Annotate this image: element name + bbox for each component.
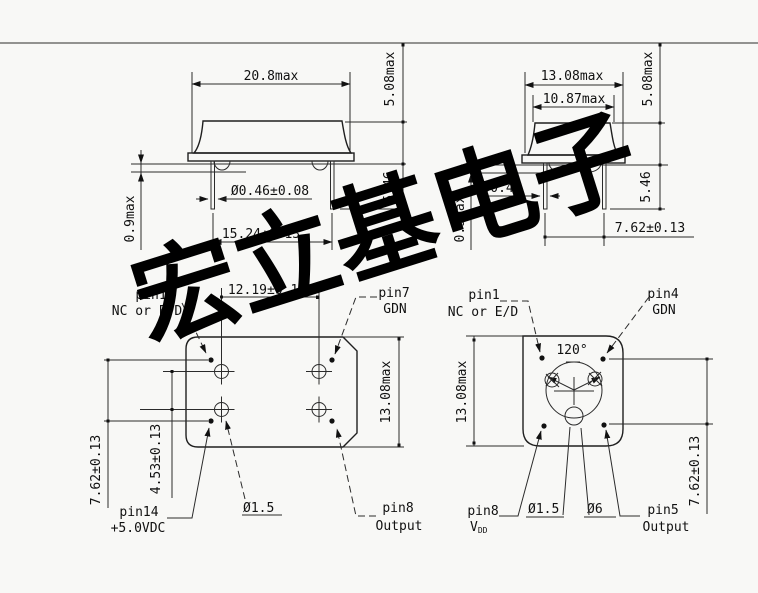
- dim-body-width-bottom-full: 13.08max: [379, 361, 394, 424]
- dim-lid-width-half: 10.87max: [543, 92, 606, 107]
- dim-pin-row-spacing-half: 7.62±0.13: [688, 436, 703, 506]
- pin1-leader: [181, 302, 207, 354]
- pin1-dot: [208, 357, 214, 363]
- pin1-function: NC or E/D: [112, 304, 183, 319]
- dim-standoff-half: 0.9max: [453, 195, 468, 242]
- pin1-label: pin1: [468, 288, 499, 303]
- lead-holes: [544, 371, 603, 388]
- pin-right: [330, 160, 335, 210]
- pin8-dot: [541, 423, 547, 429]
- standoff-diameter-leader: [225, 420, 246, 500]
- figure-bottom-view-full-size: 7.62±0.13 4.53±0.13 12.19±0.13 13.08max …: [89, 283, 422, 536]
- figure-side-view-full-size: 20.8max 0.9max Ø0.46±0.08 15.24±0.13 5.0…: [123, 43, 407, 250]
- pin14-function: +5.0VDC: [111, 521, 166, 536]
- pin1-label: pin1: [135, 288, 166, 303]
- standoff-bumps: [213, 160, 329, 171]
- pin5-leader: [604, 429, 640, 517]
- dim-body-width-full: 20.8max: [244, 69, 299, 84]
- dim-pin-spacing-half: 7.62±0.13: [615, 221, 685, 236]
- can-diameter-label: Ø6: [587, 502, 603, 517]
- dim-pin-row-spacing-full: 7.62±0.13: [89, 435, 104, 505]
- pin1-leader: [500, 300, 541, 353]
- standoff-diameter-label-half: Ø1.5: [528, 502, 559, 517]
- dim-pin-spacing-full: 15.24±0.13: [222, 227, 300, 242]
- standoff-holes: [208, 358, 332, 423]
- pin5-dot: [601, 422, 607, 428]
- pin5-label: pin5: [647, 503, 678, 518]
- pin1-function: NC or E/D: [448, 305, 519, 320]
- pin7-dot: [329, 357, 335, 363]
- figure-bottom-view-half-size: 120° 13.08max 7.62±0.13 pin1 NC or E/D p…: [448, 287, 713, 535]
- pin14-dot: [208, 418, 214, 424]
- pin4-label: pin4: [647, 287, 678, 302]
- dim-pin-diameter-full: Ø0.46±0.08: [231, 184, 309, 199]
- pin8-label: pin8: [382, 501, 413, 516]
- standoff-bumps: [548, 162, 602, 173]
- pin8-label: pin8: [467, 504, 498, 519]
- pin-left: [543, 162, 548, 210]
- dim-base-width-half: 13.08max: [541, 69, 604, 84]
- case-flange: [187, 152, 355, 162]
- case-lid: [192, 120, 353, 154]
- watermark-text: 宏立基电子: [119, 91, 652, 365]
- pin7-label: pin7: [378, 286, 409, 301]
- standoff-diameter-leader: [526, 426, 571, 518]
- can-diameter-leader: [580, 427, 616, 518]
- pin5-function: Output: [643, 520, 690, 535]
- pin4-function: GDN: [652, 303, 675, 318]
- center-cross: [554, 361, 594, 405]
- figure-side-view-half-size: 13.08max 10.87max 0.9max Ø0.46 5.08max 5…: [453, 43, 694, 250]
- pin8-function: VDD: [470, 520, 488, 535]
- pin1-dot: [539, 355, 545, 361]
- pin8-dot: [329, 418, 335, 424]
- dim-pin-length-half: 5.46: [639, 171, 654, 202]
- standoff-diameter-label-full: Ø1.5: [243, 501, 274, 516]
- pin8-function: Output: [376, 519, 423, 534]
- dim-body-height-full: 5.08max: [383, 51, 398, 106]
- pin4-leader: [606, 296, 650, 354]
- index-circle: [564, 406, 584, 426]
- dim-body-height-half: 5.08max: [641, 51, 656, 106]
- pin14-leader: [167, 427, 211, 519]
- pin-right: [602, 162, 607, 210]
- pin7-function: GDN: [383, 302, 406, 317]
- pin14-label: pin14: [119, 505, 158, 520]
- dim-pin-column-spacing-full: 12.19±0.13: [228, 283, 306, 298]
- package-outline: [185, 336, 358, 448]
- pin8-leader: [335, 428, 376, 517]
- dim-standoff-spacing-full: 4.53±0.13: [149, 424, 164, 494]
- pin8-leader: [499, 430, 542, 517]
- dim-standoff-full: 0.9max: [123, 195, 138, 242]
- dim-body-width-bottom-half: 13.08max: [455, 361, 470, 424]
- dim-lead-angle: 120°: [556, 343, 587, 358]
- package-outline: [522, 335, 624, 447]
- dim-pin-diameter-half: Ø0.46: [482, 181, 521, 196]
- pin4-dot: [600, 356, 606, 362]
- pin-left: [210, 160, 215, 210]
- pin7-leader: [334, 296, 377, 355]
- dim-pin-length-full: 5.46: [382, 171, 397, 202]
